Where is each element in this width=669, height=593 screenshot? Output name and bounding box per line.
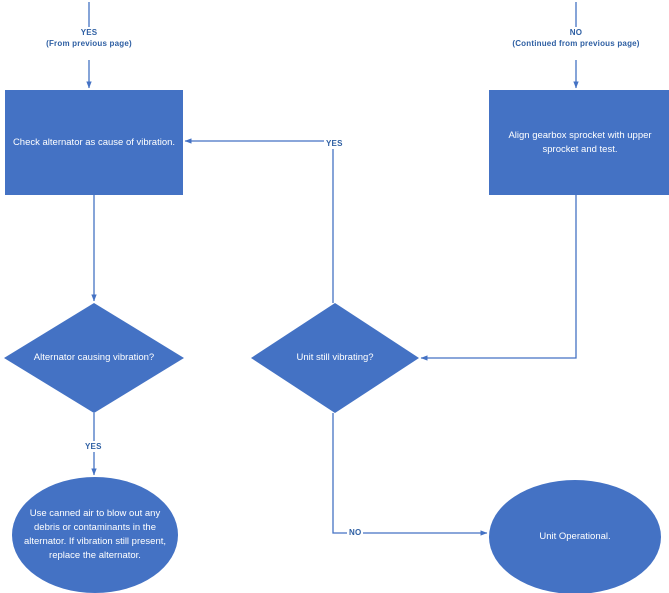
connector-label-text: YES — [80, 28, 98, 37]
connector-label-decision1-to-cannedair: YES — [83, 441, 104, 452]
connector-decision2-to-operational — [332, 413, 488, 536]
connector-sublabel-text: (From previous page) — [46, 39, 132, 48]
connector-decision2-to-check — [184, 138, 334, 303]
connector-label-decision2-to-operational: NO — [347, 527, 364, 538]
node-alternator-causing-vibration[interactable] — [4, 303, 184, 413]
connector-sublabel-text: (Continued from previous page) — [512, 39, 640, 48]
node-unit-still-vibrating[interactable] — [251, 303, 419, 413]
connector-align-to-decision2 — [420, 195, 577, 361]
node-check-alternator[interactable] — [5, 90, 183, 195]
connector-label-entry-right: NO (Continued from previous page) — [486, 27, 666, 49]
connector-label-decision2-to-check: YES — [324, 138, 345, 149]
connector-label-entry-left: YES (From previous page) — [19, 27, 159, 49]
connector-label-text: NO — [569, 28, 583, 37]
node-canned-air[interactable] — [12, 477, 178, 593]
node-align-gearbox[interactable] — [489, 90, 669, 195]
node-unit-operational[interactable] — [489, 480, 661, 593]
